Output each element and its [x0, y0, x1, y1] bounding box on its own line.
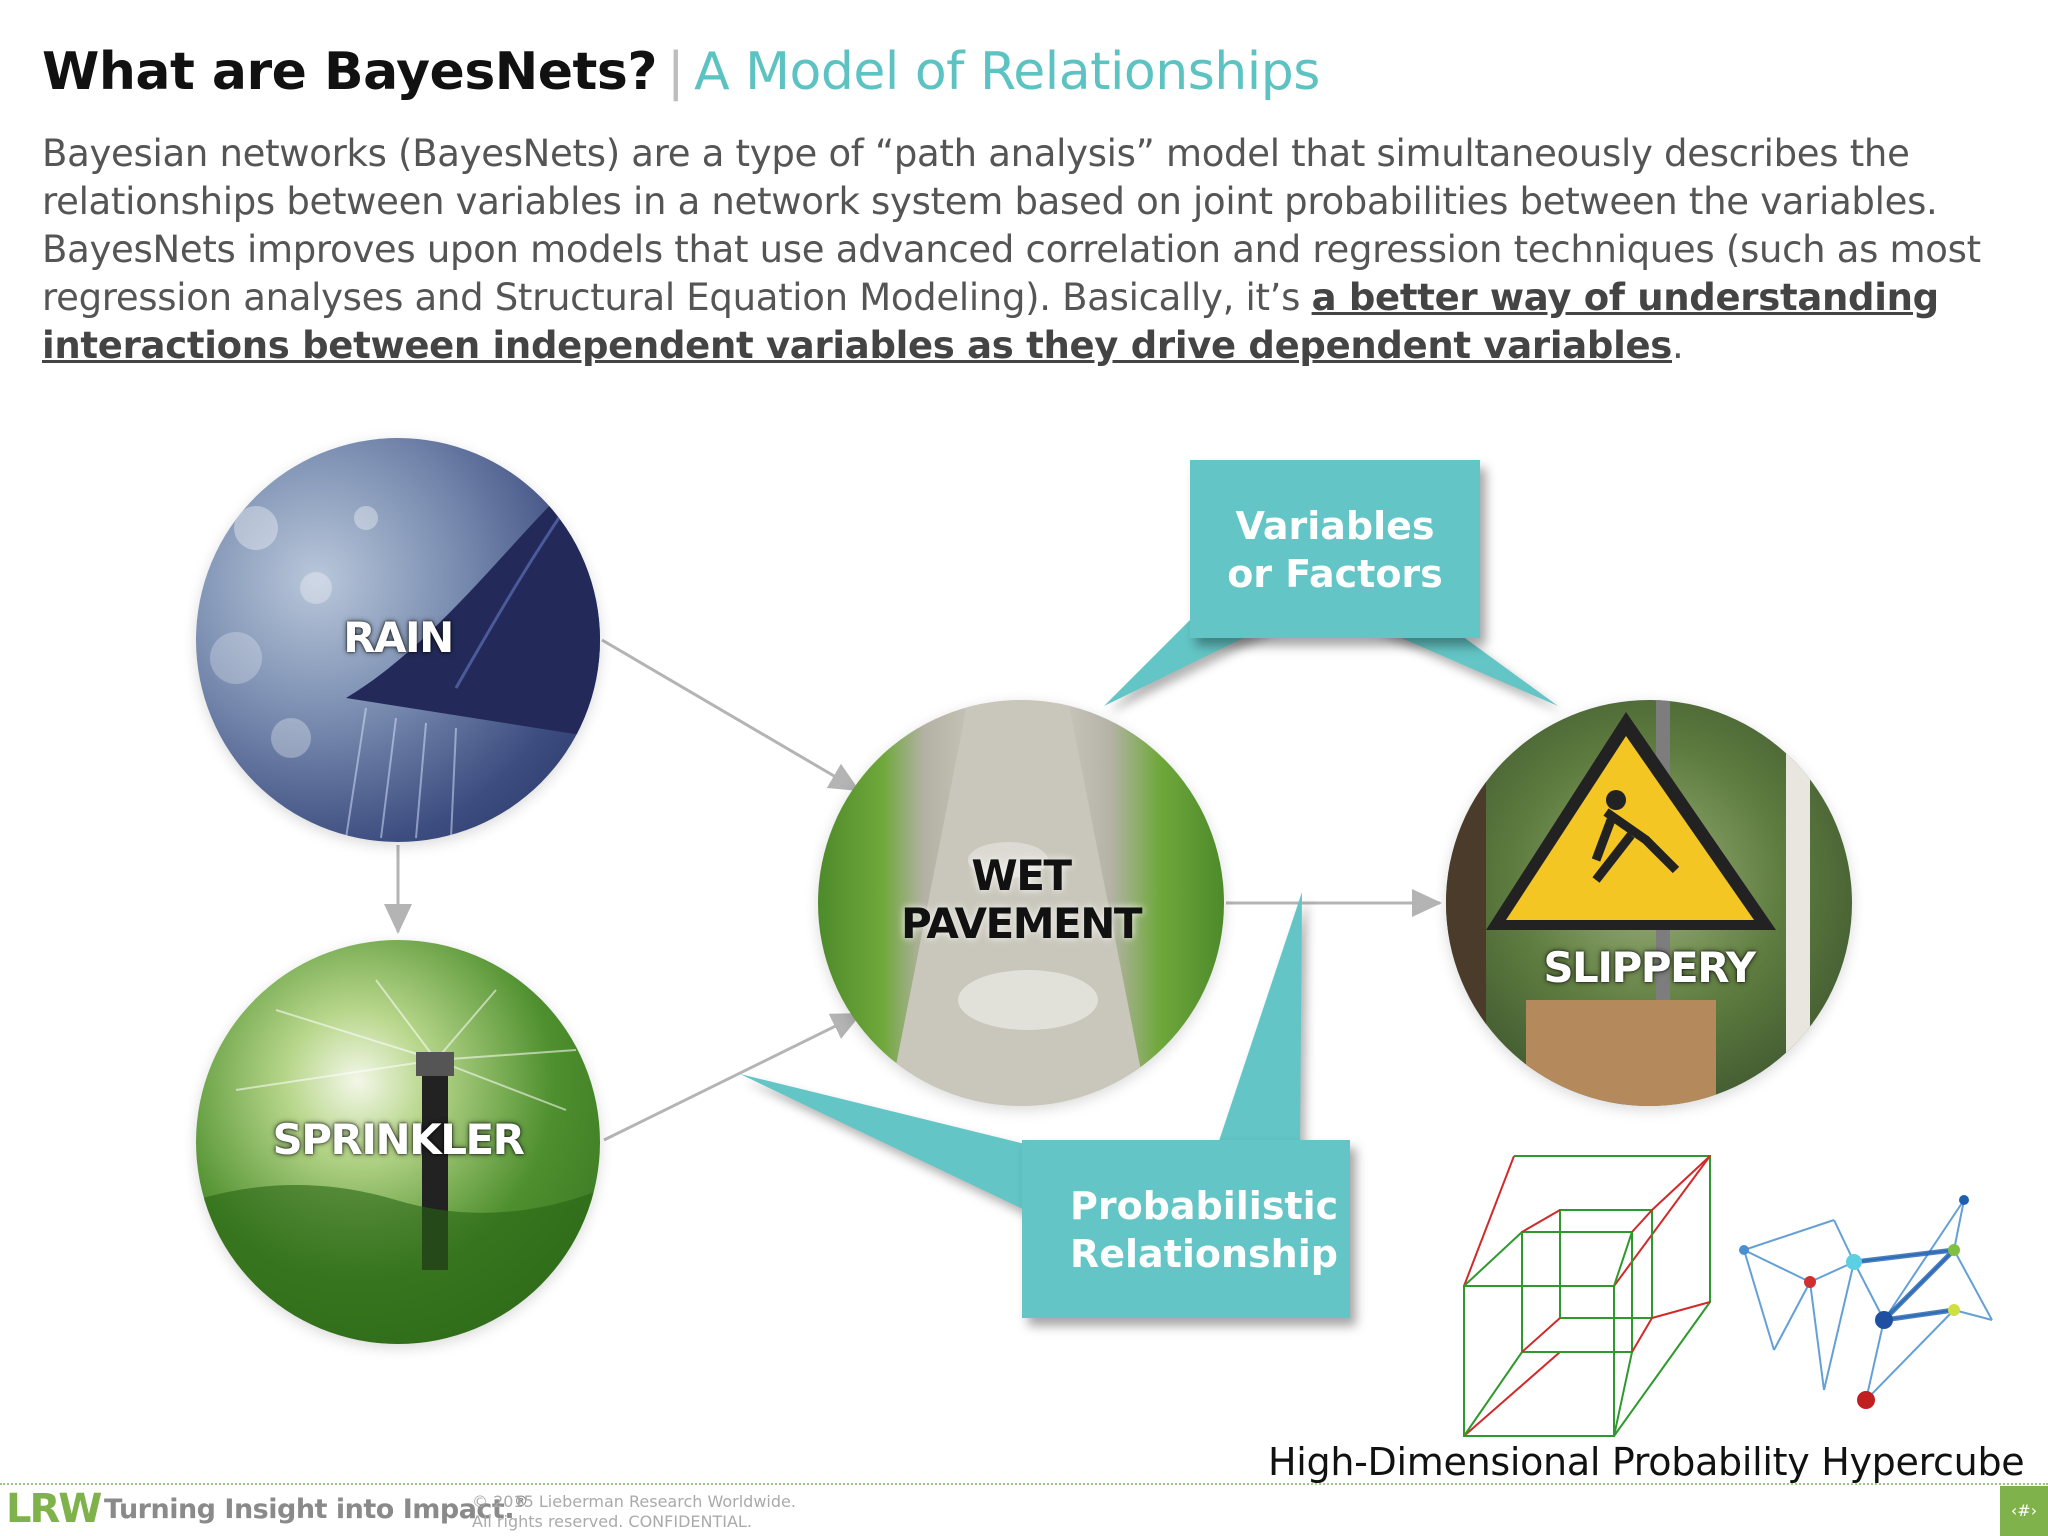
variables-callout-line1: Variables: [1235, 504, 1435, 548]
slippery-label: SLIPPERY: [1543, 943, 1756, 992]
hypercube-caption: High-Dimensional Probability Hypercube: [1268, 1440, 2025, 1484]
variables-callout-line2: or Factors: [1227, 552, 1443, 596]
variables-callout: Variables or Factors: [1190, 460, 1480, 638]
variables-callout-tails: [1104, 620, 1558, 706]
umbrella-image: [210, 457, 600, 839]
sprinkler-label: SPRINKLER: [272, 1115, 526, 1164]
probabilistic-callout-line1: Probabilistic: [1070, 1184, 1339, 1228]
wet-pavement-label: WET PAVEMENT: [818, 852, 1224, 948]
rain-label: RAIN: [343, 613, 454, 662]
title-main: What are BayesNets?: [42, 42, 658, 102]
registered-mark: ®: [514, 1494, 528, 1510]
network-graph-image: [1739, 1195, 1993, 1409]
tagline-text: Turning Insight into Impact.: [104, 1494, 515, 1525]
footer-copyright: © 2015 Lieberman Research Worldwide. All…: [472, 1492, 796, 1532]
warning-sign-image: [1446, 700, 1810, 1106]
page-number: ‹#›: [2000, 1486, 2048, 1536]
wet-label-line2: PAVEMENT: [900, 899, 1143, 948]
copyright-line1: © 2015 Lieberman Research Worldwide.: [472, 1492, 796, 1511]
title-subtitle: A Model of Relationships: [694, 42, 1320, 102]
probabilistic-callout-tails: [740, 892, 1302, 1210]
copyright-line2: All rights reserved. CONFIDENTIAL.: [472, 1512, 752, 1531]
intro-end: .: [1671, 324, 1684, 367]
footer-divider: [0, 1483, 2048, 1485]
page-title: What are BayesNets?|A Model of Relations…: [42, 42, 1320, 102]
slippery-node: SLIPPERY: [1446, 700, 1852, 1106]
intro-text: Bayesian networks (BayesNets) are a type…: [42, 132, 1981, 319]
rain-node: RAIN: [196, 438, 600, 842]
hypercube-image: [1463, 1155, 1711, 1437]
footer-tagline: Turning Insight into Impact.®: [104, 1494, 528, 1525]
arrow-sprinkler-to-wet: [603, 1012, 862, 1142]
probabilistic-callout: Probabilistic Relationship: [1022, 1140, 1350, 1318]
pavement-image: [888, 700, 1148, 1106]
probabilistic-callout-line2: Relationship: [1070, 1232, 1338, 1276]
arrow-rain-to-wet: [601, 638, 860, 792]
wet-pavement-node: WET PAVEMENT: [818, 700, 1224, 1106]
intro-emphasis: a better way of understanding interactio…: [42, 276, 1939, 367]
lrw-logo: LRW: [6, 1486, 102, 1532]
title-separator: |: [667, 42, 685, 102]
wet-label-line1: WET: [971, 851, 1072, 900]
sprinkler-image: [196, 979, 600, 1344]
intro-paragraph: Bayesian networks (BayesNets) are a type…: [42, 130, 2002, 370]
sprinkler-node: SPRINKLER: [196, 940, 600, 1344]
